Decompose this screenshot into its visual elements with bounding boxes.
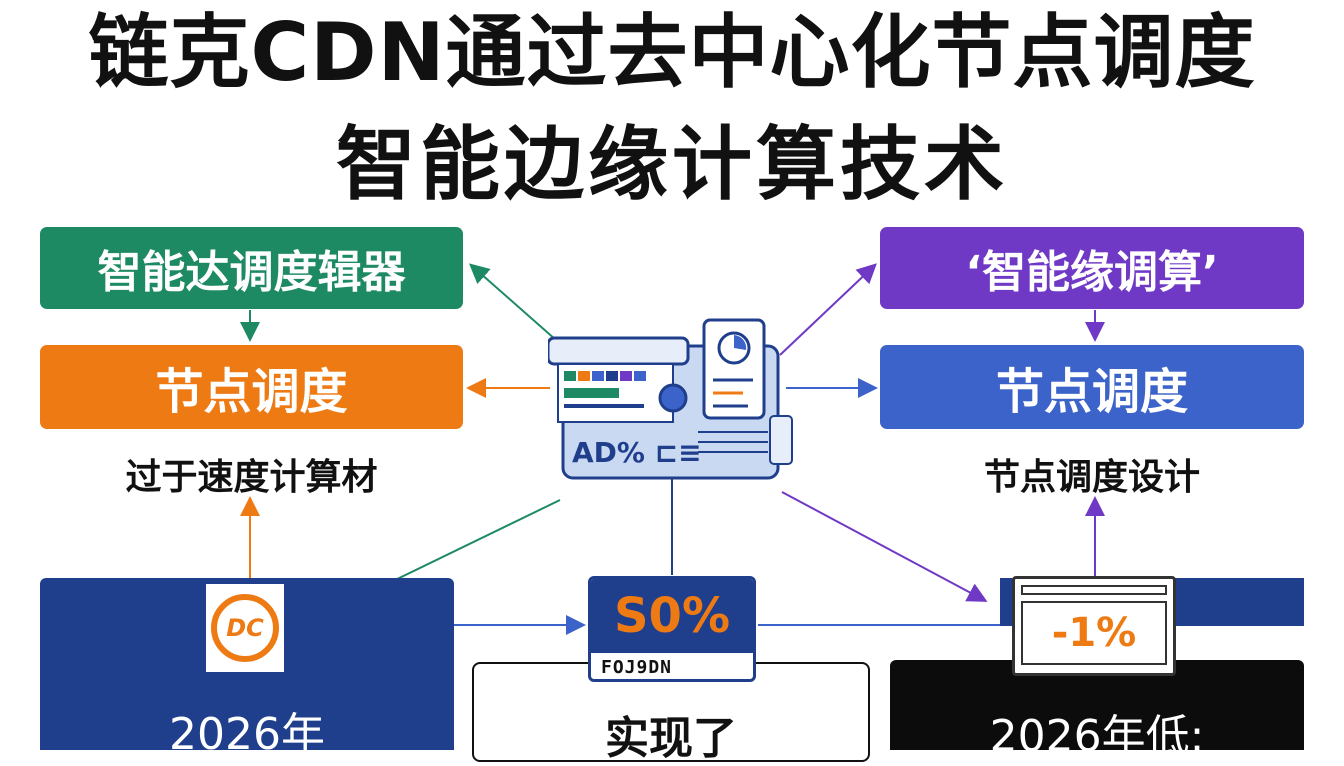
arrow-device-to-left-top <box>468 263 557 341</box>
edge-device-illustration: AD% ⊏≡ <box>546 318 798 483</box>
title-line-1: 链克CDN通过去中心化节点调度 <box>88 6 1256 99</box>
left-mid-box: 节点调度 <box>40 345 463 429</box>
right-mid-box: 节点调度 <box>880 345 1304 429</box>
right-bottom-text: 2026年低: <box>989 711 1205 762</box>
arrow-device-to-right-panel <box>781 491 988 602</box>
gauge-card: -1% <box>1012 576 1176 676</box>
stat-sub: FOJ9DN <box>601 657 673 678</box>
connector-lines <box>240 263 1105 635</box>
logo-badge: DC <box>206 584 284 672</box>
gauge-value: -1% <box>1021 601 1167 665</box>
device-label: AD% ⊏≡ <box>572 436 702 469</box>
right-top-box: ‘智能缘调算’ <box>880 227 1304 309</box>
left-bottom-text: 2026年 <box>169 709 325 760</box>
title-line-2: 智能边缘计算技术 <box>336 118 1008 211</box>
arrow-device-to-right-top <box>779 263 877 356</box>
gauge-header-bar <box>1021 585 1167 595</box>
stat-card: S0% FOJ9DN <box>588 576 756 682</box>
left-caption: 过于速度计算材 <box>125 457 378 498</box>
stat-value: S0% <box>591 579 753 653</box>
logo-icon: DC <box>211 594 279 662</box>
right-caption: 节点调度设计 <box>983 457 1200 498</box>
left-top-box: 智能达调度辑器 <box>40 227 463 309</box>
left-bottom-panel: DC 2026年 <box>40 578 454 760</box>
center-bottom-text: 实现了 <box>605 713 737 764</box>
